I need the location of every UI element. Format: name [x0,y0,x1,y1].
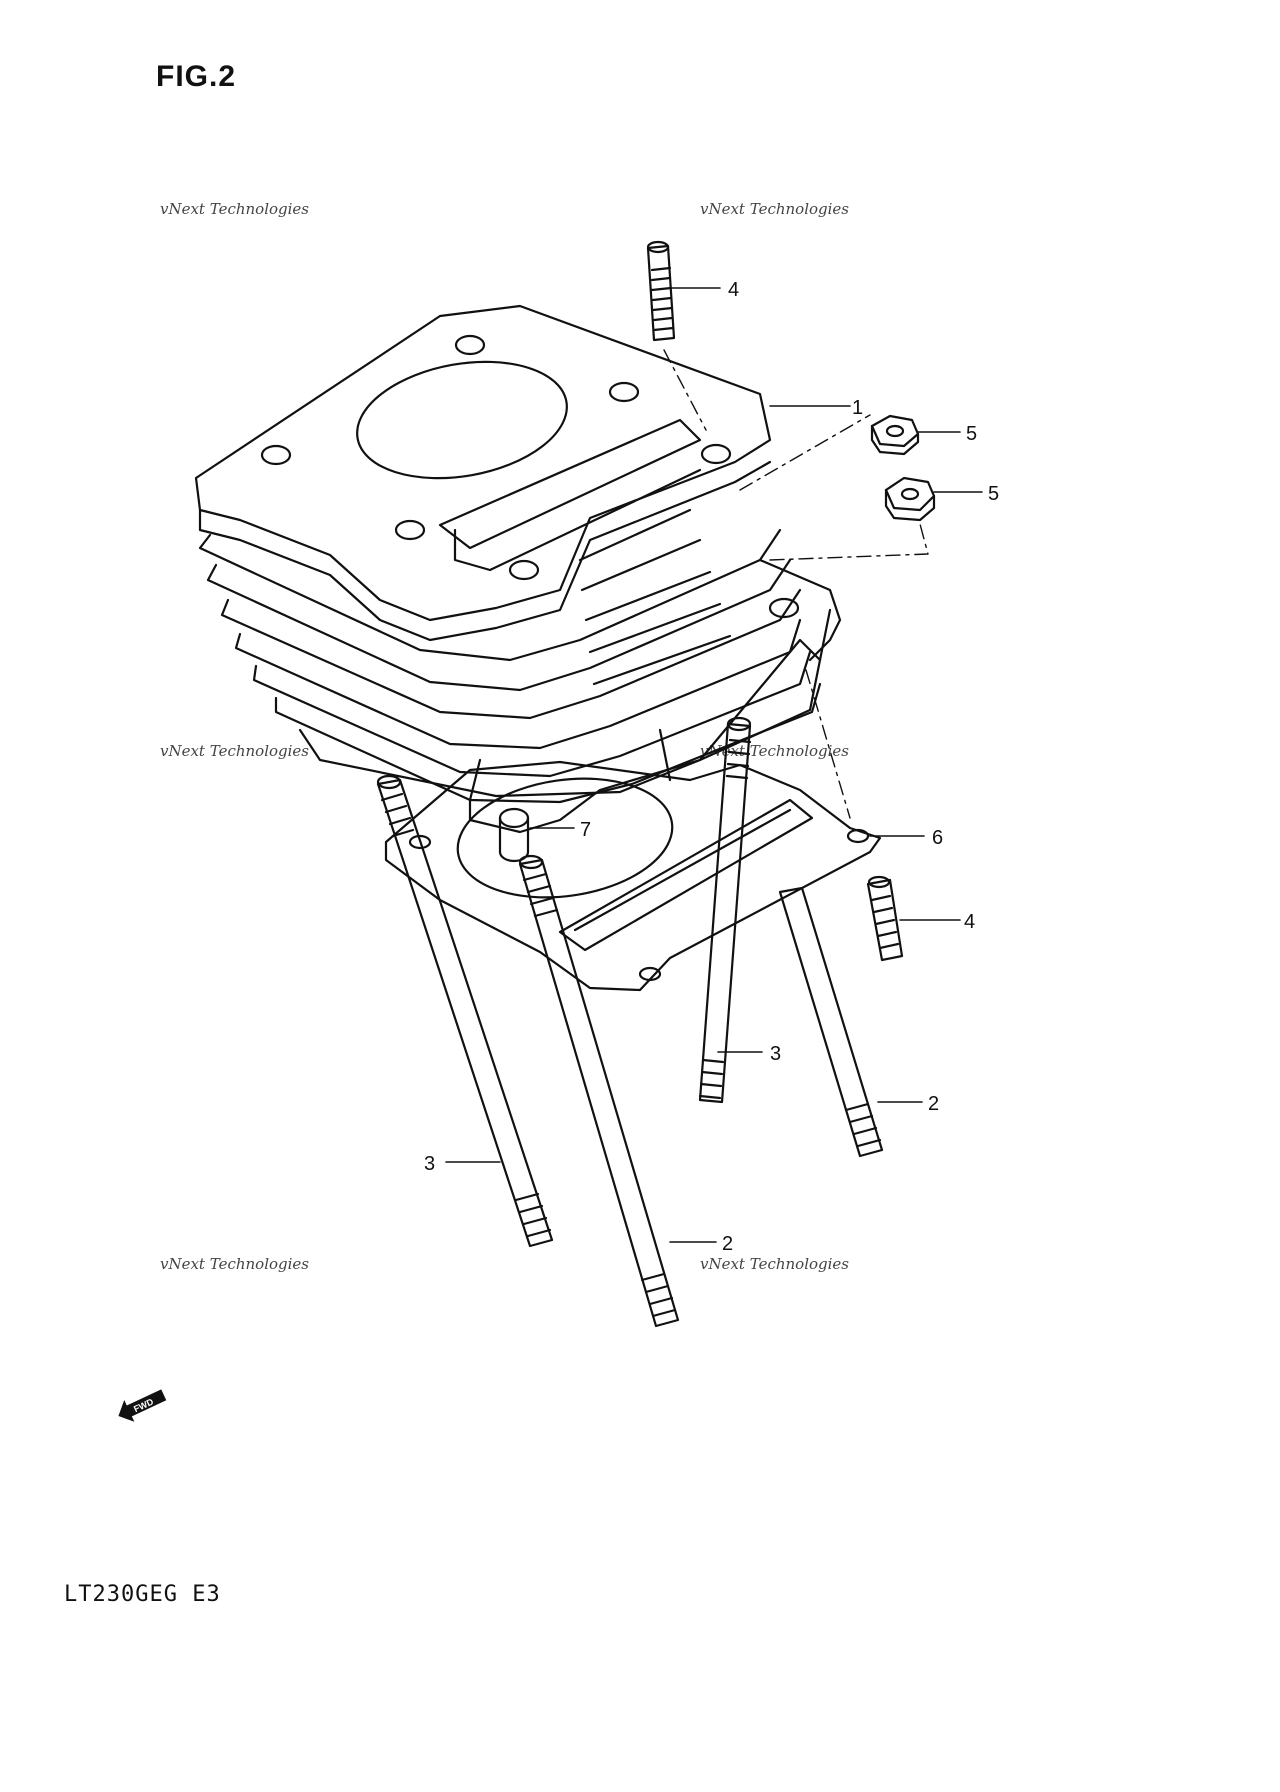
callout-dowel-pin: 7 [580,819,591,841]
long-stud-front [518,854,680,1328]
long-stud-left [376,774,554,1248]
long-stud-right [778,886,884,1158]
callout-gasket: 6 [932,827,943,849]
callout-cylinder: 1 [852,397,863,419]
callout-stud-right: 2 [928,1093,939,1115]
centerlines [663,349,929,819]
callout-nut-lower: 5 [988,483,999,505]
short-stud-right [866,875,904,962]
long-stud-middle [698,716,752,1104]
forward-arrow-icon: FWD [118,1389,167,1422]
short-stud-top [646,240,676,342]
callout-stud-left: 3 [424,1153,435,1175]
figure-title: FIG.2 [156,60,237,93]
callout-stud-short-right: 4 [964,911,975,933]
cylinder-base-gasket [384,760,882,992]
dowel-pin [498,807,530,863]
callout-stud-front: 2 [722,1233,733,1255]
nut-lower [884,476,936,522]
callout-nut-upper: 5 [966,423,977,445]
cylinder-block [194,304,842,834]
nut-upper [870,414,920,456]
leader-lines [445,287,983,1243]
callout-stud-middle: 3 [770,1043,781,1065]
callout-numbers: 4 1 5 5 6 7 4 3 2 3 2 [424,279,999,1255]
callout-stud-short-top: 4 [728,279,739,301]
model-code: LT230GEG E3 [64,1582,221,1607]
